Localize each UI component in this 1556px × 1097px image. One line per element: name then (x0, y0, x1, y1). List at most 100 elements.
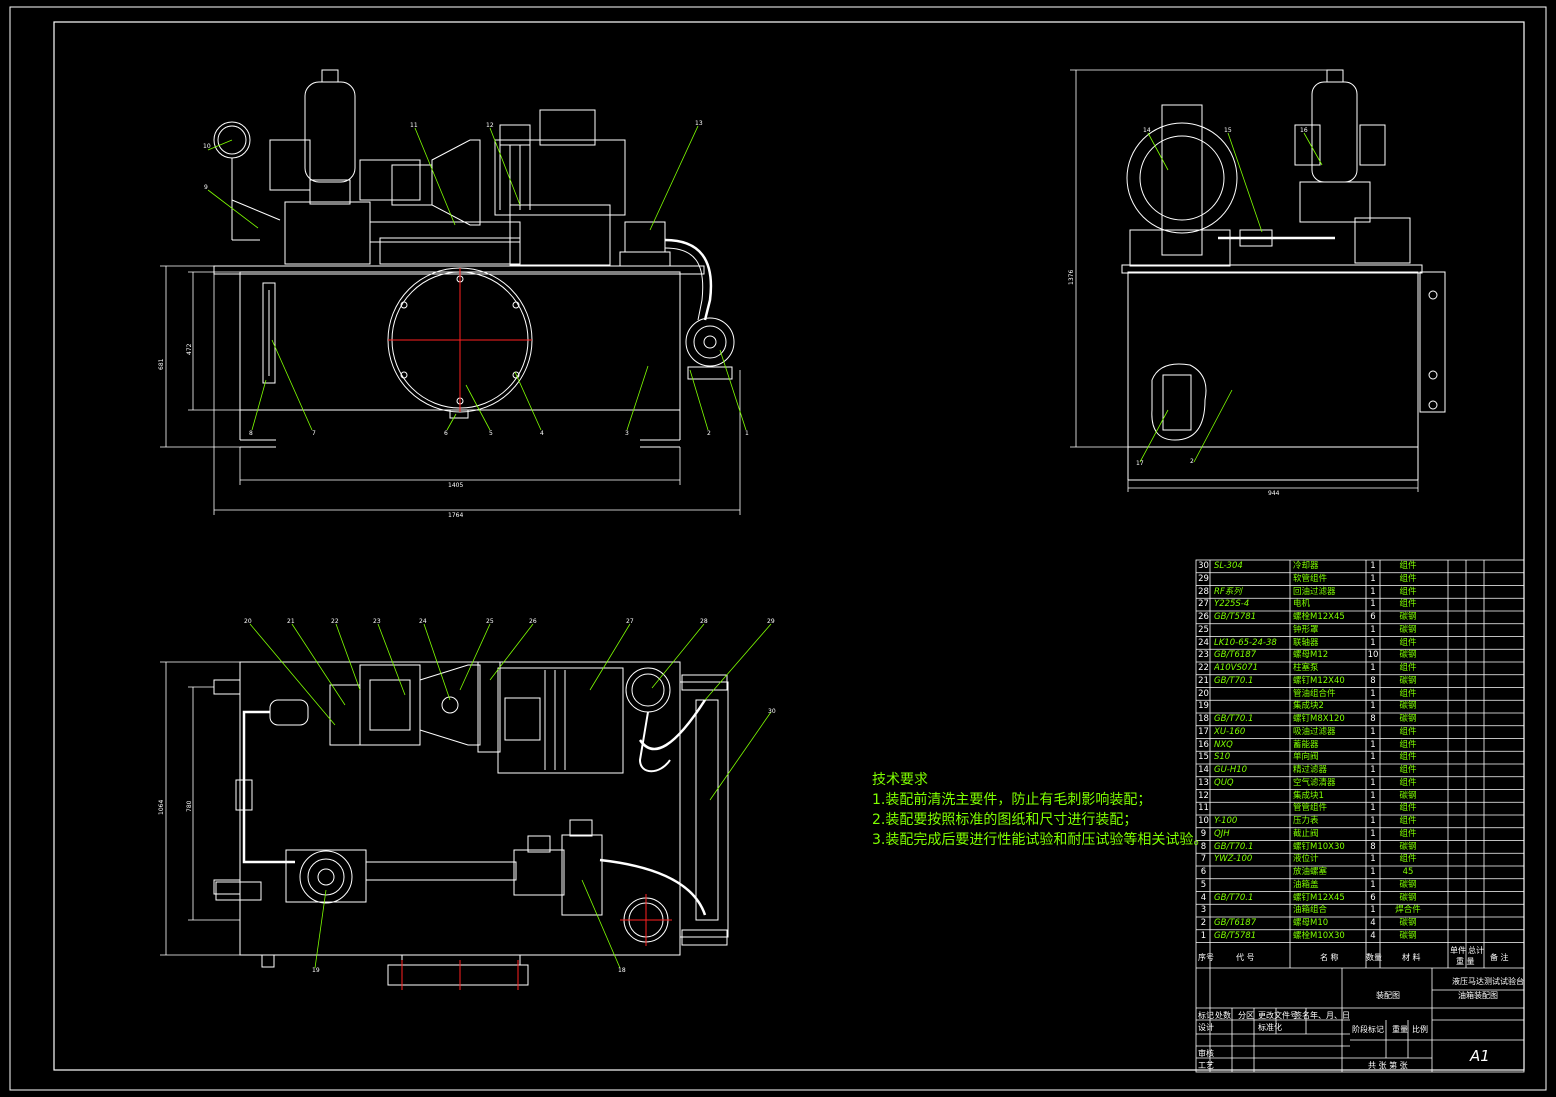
bom-cell-code: LK10-65-24-38 (1214, 637, 1277, 648)
tb-sign: 签名 (1294, 1011, 1310, 1020)
bom-cell-name: 油箱盖 (1293, 879, 1319, 890)
front-view (213, 69, 735, 448)
bom-cell-qty: 8 (1370, 675, 1376, 686)
tb-stage-mark: 阶段标记 (1352, 1025, 1384, 1034)
bom-cell-mat: 碳钢 (1399, 892, 1417, 903)
dim-top-depth-inner: 780 (186, 800, 193, 812)
bom-cell-name: 螺钉M10X30 (1293, 841, 1345, 852)
bom-cell-name: 回油过滤器 (1293, 586, 1336, 597)
bom-cell-qty: 1 (1370, 624, 1376, 635)
bom-header-name: 名 称 (1320, 953, 1339, 962)
tech-item-2: 2.装配要按照标准的图纸和尺寸进行装配； (872, 812, 1138, 828)
balloon-side-17: 17 (1136, 460, 1144, 467)
bom-cell-no: 2 (1200, 918, 1207, 928)
tb-review: 审核 (1198, 1049, 1214, 1058)
bom-cell-no: 28 (1198, 586, 1209, 597)
bom-cell-qty: 8 (1370, 714, 1376, 724)
bom-cell-name: 螺母M12 (1293, 650, 1329, 661)
bom-grid (1195, 559, 1525, 1073)
sheet-size: A1 (1470, 1047, 1490, 1065)
dim-side-width: 944 (1268, 490, 1280, 497)
bom-cell-mat: 碳钢 (1399, 930, 1417, 941)
bom-cell-qty: 1 (1370, 599, 1376, 610)
bom-cell-no: 7 (1200, 854, 1207, 865)
bom-cell-no: 16 (1198, 739, 1209, 750)
bom-cell-qty: 1 (1370, 688, 1376, 699)
bom-cell-code: A10VS071 (1214, 663, 1259, 673)
bom-cell-no: 17 (1198, 726, 1209, 737)
bom-cell-qty: 1 (1370, 752, 1376, 763)
dim-front-height-inner: 472 (186, 343, 193, 355)
bom-cell-name: 吸油过滤器 (1293, 726, 1336, 737)
top-view (213, 661, 729, 986)
bom-cell-qty: 1 (1370, 739, 1376, 750)
tech-title: 技术要求 (872, 772, 928, 788)
bom-cell-code: XU-160 (1214, 726, 1246, 737)
balloon-top-25: 25 (486, 618, 494, 625)
tb-zone: 分区 (1238, 1011, 1254, 1020)
bom-cell-mat: 组件 (1399, 752, 1417, 763)
bom-cell-name: 钟形罩 (1293, 624, 1319, 635)
tb-scale: 比例 (1412, 1025, 1428, 1034)
bom-cell-code: GU-H10 (1214, 765, 1248, 775)
inner-border (53, 21, 1525, 1071)
balloon-side-14: 14 (1143, 127, 1151, 134)
bom-cell-no: 13 (1198, 777, 1209, 788)
bom-cell-mat: 组件 (1399, 586, 1417, 597)
tech-item-3: 3.装配完成后要进行性能试验和耐压试验等相关试验。 (872, 832, 1208, 848)
bom-cell-name: 管油组合件 (1293, 688, 1336, 699)
bom-cell-qty: 10 (1367, 650, 1379, 661)
balloon-front-13: 13 (695, 120, 703, 127)
bom-cell-code: GB/T6187 (1214, 918, 1257, 928)
bom-cell-name: 软管组件 (1293, 573, 1328, 584)
bom-cell-code: GB/T70.1 (1214, 714, 1254, 724)
bom-cell-mat: 组件 (1399, 726, 1417, 737)
bom-cell-qty: 1 (1370, 867, 1376, 877)
bom-header-qty: 数量 (1366, 953, 1382, 962)
bom-cell-qty: 1 (1370, 803, 1376, 814)
tb-mark: 标记 (1198, 1011, 1214, 1020)
bom-cell-name: 电机 (1293, 599, 1311, 610)
front-view-dims (160, 265, 741, 515)
bom-cell-mat: 碳钢 (1399, 612, 1417, 622)
balloon-top-26: 26 (529, 618, 537, 625)
bom-cell-no: 26 (1198, 612, 1209, 622)
balloon-front-5: 5 (489, 430, 493, 437)
bom-cell-code: YWZ-100 (1214, 854, 1253, 865)
bom-cell-qty: 4 (1370, 918, 1376, 928)
drawing-title-line-2: 油箱装配图 (1458, 991, 1498, 1000)
bom-cell-no: 10 (1198, 816, 1209, 826)
bom-cell-code: GB/T5781 (1214, 612, 1257, 622)
bom-cell-code: GB/T70.1 (1214, 675, 1254, 686)
balloon-side-15: 15 (1224, 127, 1232, 134)
balloon-front-12: 12 (486, 122, 494, 129)
top-view-dims (160, 661, 240, 956)
balloon-top-21: 21 (287, 618, 295, 625)
title-block-org: 装配图 (1376, 991, 1400, 1000)
dim-side-height: 1376 (1068, 269, 1075, 285)
bom-cell-mat: 组件 (1399, 816, 1417, 826)
bom-cell-code: RF系列 (1214, 586, 1242, 597)
bom-cell-mat: 碳钢 (1399, 918, 1417, 928)
bom-cell-qty: 8 (1370, 841, 1376, 852)
tb-date: 年、月、日 (1310, 1011, 1350, 1020)
bom-cell-qty: 6 (1370, 612, 1376, 622)
bom-cell-no: 19 (1198, 701, 1209, 712)
bom-cell-no: 12 (1198, 790, 1209, 801)
balloon-top-30: 30 (768, 708, 776, 715)
bom-cell-qty: 1 (1370, 777, 1376, 788)
